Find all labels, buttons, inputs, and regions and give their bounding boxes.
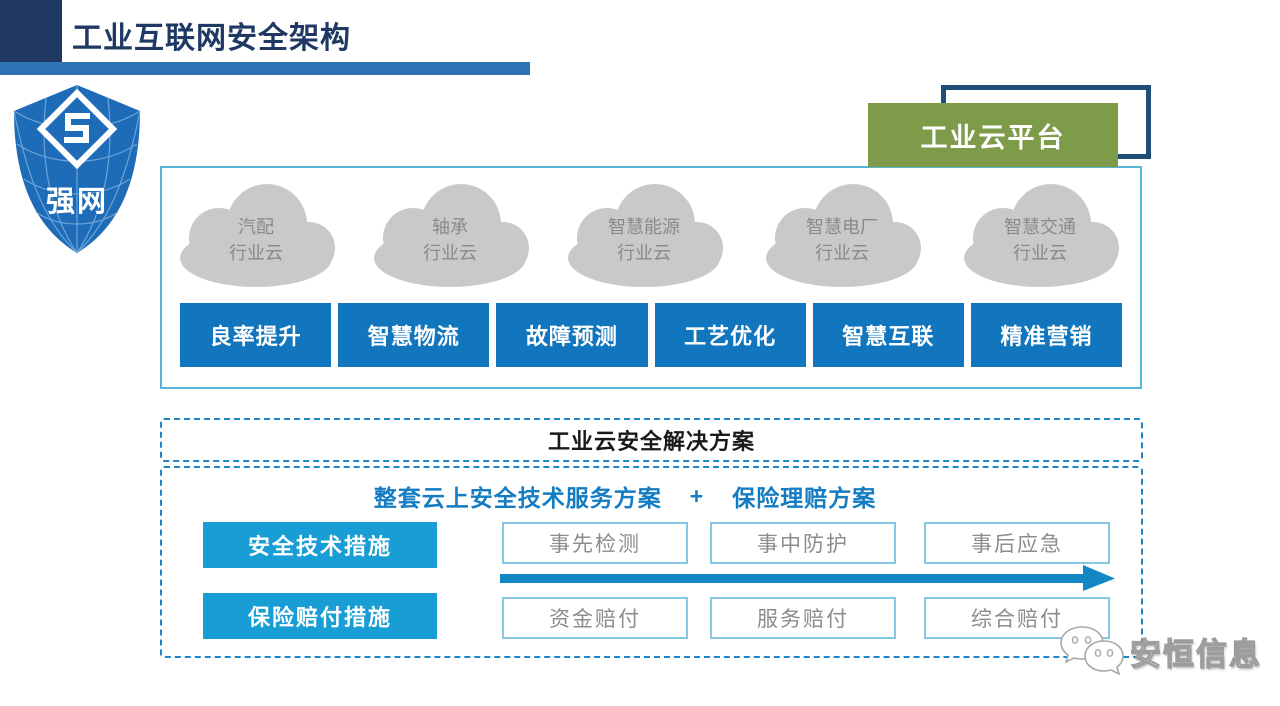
cloud-label-line1: 智慧能源 — [608, 217, 680, 237]
step-post-emergency: 事后应急 — [924, 522, 1110, 564]
cloud-icon — [964, 184, 1119, 287]
cloud-icon — [374, 184, 529, 287]
cloud-label-line1: 汽配 — [238, 217, 274, 237]
cloud-label: 智慧电厂行业云 — [757, 214, 927, 266]
cloud-label-line2: 行业云 — [815, 243, 869, 263]
industry-cloud-bearing: 轴承行业云 — [365, 182, 535, 288]
shield-icon — [13, 85, 141, 254]
chat-bubbles-icon — [1060, 626, 1124, 676]
cloud-label-line1: 智慧交通 — [1004, 217, 1076, 237]
step-pre-detection: 事先检测 — [502, 522, 688, 564]
flow-arrow-icon — [500, 565, 1115, 591]
cloud-label-line1: 轴承 — [432, 217, 468, 237]
step-fund-compensation: 资金赔付 — [502, 597, 688, 639]
app-box-process-optimization: 工艺优化 — [654, 303, 806, 367]
label-insurance-measures: 保险赔付措施 — [203, 593, 437, 639]
industry-cloud-smart-energy: 智慧能源行业云 — [559, 182, 729, 288]
app-box-precision-marketing: 精准营销 — [970, 303, 1123, 367]
solution-summary: 整套云上安全技术服务方案 + 保险理赔方案 — [160, 480, 1090, 512]
platform-label: 工业云平台 — [868, 103, 1118, 167]
industry-cloud-smart-power-plant: 智慧电厂行业云 — [757, 182, 927, 288]
application-row: 良率提升 智慧物流 故障预测 工艺优化 智慧互联 精准营销 — [180, 303, 1123, 367]
solution-body-box — [160, 466, 1143, 658]
app-box-logistics: 智慧物流 — [338, 303, 490, 367]
industry-cloud-smart-transport: 智慧交通行业云 — [955, 182, 1125, 288]
cloud-icon — [180, 184, 335, 287]
page-title: 工业互联网安全架构 — [72, 22, 351, 55]
app-box-yield: 良率提升 — [180, 303, 332, 367]
cloud-icon — [568, 184, 723, 287]
step-in-event-protection: 事中防护 — [710, 522, 896, 564]
cloud-label: 智慧交通行业云 — [955, 214, 1125, 266]
industry-cloud-auto-parts: 汽配行业云 — [171, 182, 341, 288]
qiangwang-shield-logo: 强网 — [8, 82, 146, 256]
step-service-compensation: 服务赔付 — [710, 597, 896, 639]
cloud-icon — [766, 184, 921, 287]
app-box-fault-prediction: 故障预测 — [496, 303, 648, 367]
cloud-label-line2: 行业云 — [229, 243, 283, 263]
header-accent-square — [0, 0, 62, 62]
cloud-label: 汽配行业云 — [171, 214, 341, 266]
cloud-label: 轴承行业云 — [365, 214, 535, 266]
cloud-label-line2: 行业云 — [1013, 243, 1067, 263]
app-box-smart-interconnect: 智慧互联 — [812, 303, 964, 367]
cloud-label: 智慧能源行业云 — [559, 214, 729, 266]
cloud-label-line1: 智慧电厂 — [806, 217, 878, 237]
header-underline-bar — [0, 62, 530, 75]
cloud-label-line2: 行业云 — [617, 243, 671, 263]
anheng-watermark: 安恒信息 — [1052, 622, 1267, 680]
cloud-label-line2: 行业云 — [423, 243, 477, 263]
label-security-measures: 安全技术措施 — [203, 522, 437, 568]
solution-title: 工业云安全解决方案 — [547, 429, 755, 454]
logo-text: 强网 — [45, 186, 108, 218]
summary-plus: + — [689, 482, 705, 509]
summary-part2: 保险理赔方案 — [732, 485, 877, 511]
summary-part1: 整套云上安全技术服务方案 — [373, 485, 662, 511]
watermark-text: 安恒信息 — [1129, 636, 1262, 672]
solution-title-box: 工业云安全解决方案 — [160, 418, 1143, 462]
